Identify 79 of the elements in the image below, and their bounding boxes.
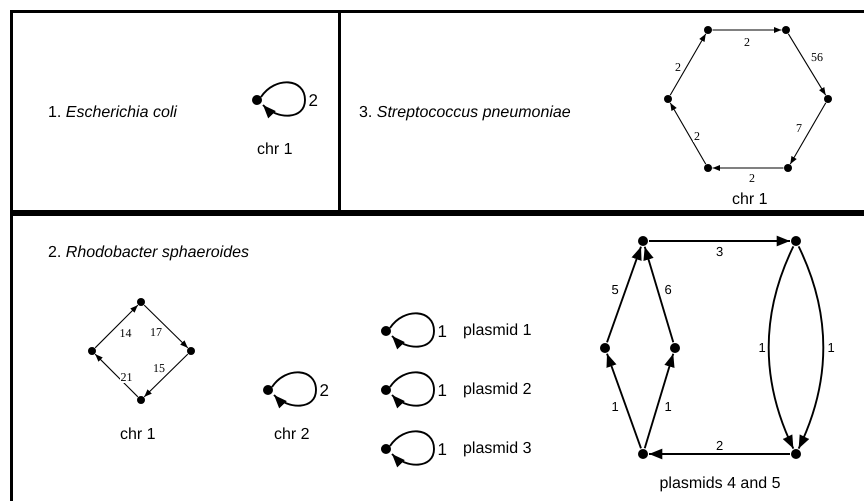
arrow — [271, 371, 317, 408]
graph-vertex-dot — [704, 164, 712, 172]
arrow — [144, 354, 188, 398]
panel-heading: 1. Escherichia coli — [48, 103, 177, 123]
edge-label: 21 — [120, 370, 134, 382]
graph-vertex-dot — [638, 236, 648, 246]
edge-label: 1 — [664, 400, 673, 412]
graph-vertex-dot — [824, 95, 832, 103]
arrow — [389, 430, 435, 467]
graph-caption: plasmid 3 — [463, 439, 532, 459]
arrow — [144, 304, 188, 348]
graph-vertex-dot — [638, 449, 648, 459]
arrow — [643, 246, 674, 343]
graph-vertex-dot — [670, 343, 680, 353]
edge-label: 1 — [610, 400, 620, 412]
arrow — [389, 312, 435, 349]
arrow — [389, 371, 435, 408]
edge-label: 1 — [436, 440, 448, 458]
edge-label: 6 — [664, 283, 673, 296]
arrow — [94, 354, 138, 398]
panel-heading: 2. Rhodobacter sphaeroides — [48, 243, 250, 263]
graph-caption: chr 1 — [257, 140, 293, 160]
graph-vertex-dot — [600, 343, 610, 353]
graph-caption: chr 1 — [732, 190, 768, 210]
arrow — [670, 34, 706, 96]
graph-vertex-dot — [381, 385, 391, 395]
arrow — [94, 304, 138, 348]
graph-vertex-dot — [137, 298, 145, 306]
graph-caption: plasmids 4 and 5 — [660, 474, 780, 494]
arrow — [606, 246, 642, 343]
edge-label: 3 — [715, 244, 724, 258]
edge-label: 1 — [436, 322, 448, 340]
edge-label: 14 — [118, 326, 132, 338]
arrow — [790, 102, 826, 164]
graph-vertex-dot — [704, 26, 712, 34]
graph-vertex-dot — [791, 449, 801, 459]
graph-vertex-dot — [664, 95, 672, 103]
graph-vertex-dot — [88, 347, 96, 355]
arrow — [712, 26, 782, 34]
arrow — [768, 246, 794, 449]
edge-label: 2 — [308, 92, 319, 108]
edge-label: 17 — [149, 326, 163, 338]
graph-caption: chr 1 — [120, 425, 156, 445]
arrow — [649, 236, 790, 246]
edge-label: 2 — [693, 130, 701, 142]
graph-caption: plasmid 2 — [463, 380, 532, 400]
arrow — [649, 448, 790, 460]
edge-label: 2 — [748, 172, 756, 184]
arrow — [798, 246, 824, 449]
edge-label: 2 — [674, 60, 682, 72]
arrow — [788, 34, 826, 96]
edge-label: 15 — [152, 362, 166, 374]
edge-label: 2 — [715, 438, 724, 452]
arrow — [260, 81, 306, 118]
edge-label: 2 — [318, 382, 330, 398]
edge-label: 56 — [810, 50, 824, 62]
panel-frame — [10, 10, 341, 216]
edge-label: 7 — [795, 122, 803, 134]
graph-caption: plasmid 1 — [463, 321, 532, 341]
graph-vertex-dot — [381, 444, 391, 454]
edge-label: 2 — [743, 36, 751, 48]
graph-vertex-dot — [252, 95, 262, 105]
arrow — [712, 164, 784, 172]
graph-vertex-dot — [791, 236, 801, 246]
graph-vertex-dot — [187, 347, 195, 355]
arrow — [670, 102, 706, 164]
edge-label: 1 — [826, 341, 836, 354]
graph-vertex-dot — [784, 164, 792, 172]
graph-vertex-dot — [381, 326, 391, 336]
graph-vertex-dot — [263, 385, 273, 395]
edge-label: 1 — [436, 382, 448, 398]
graph-vertex-dot — [782, 26, 790, 34]
edge-label: 5 — [610, 283, 620, 296]
panel-heading: 3. Streptococcus pneumoniae — [359, 103, 571, 123]
arrow — [644, 353, 675, 449]
graph-vertex-dot — [137, 396, 145, 404]
arrow — [606, 353, 642, 449]
edge-label: 1 — [758, 341, 767, 354]
graph-caption: chr 2 — [274, 425, 310, 445]
